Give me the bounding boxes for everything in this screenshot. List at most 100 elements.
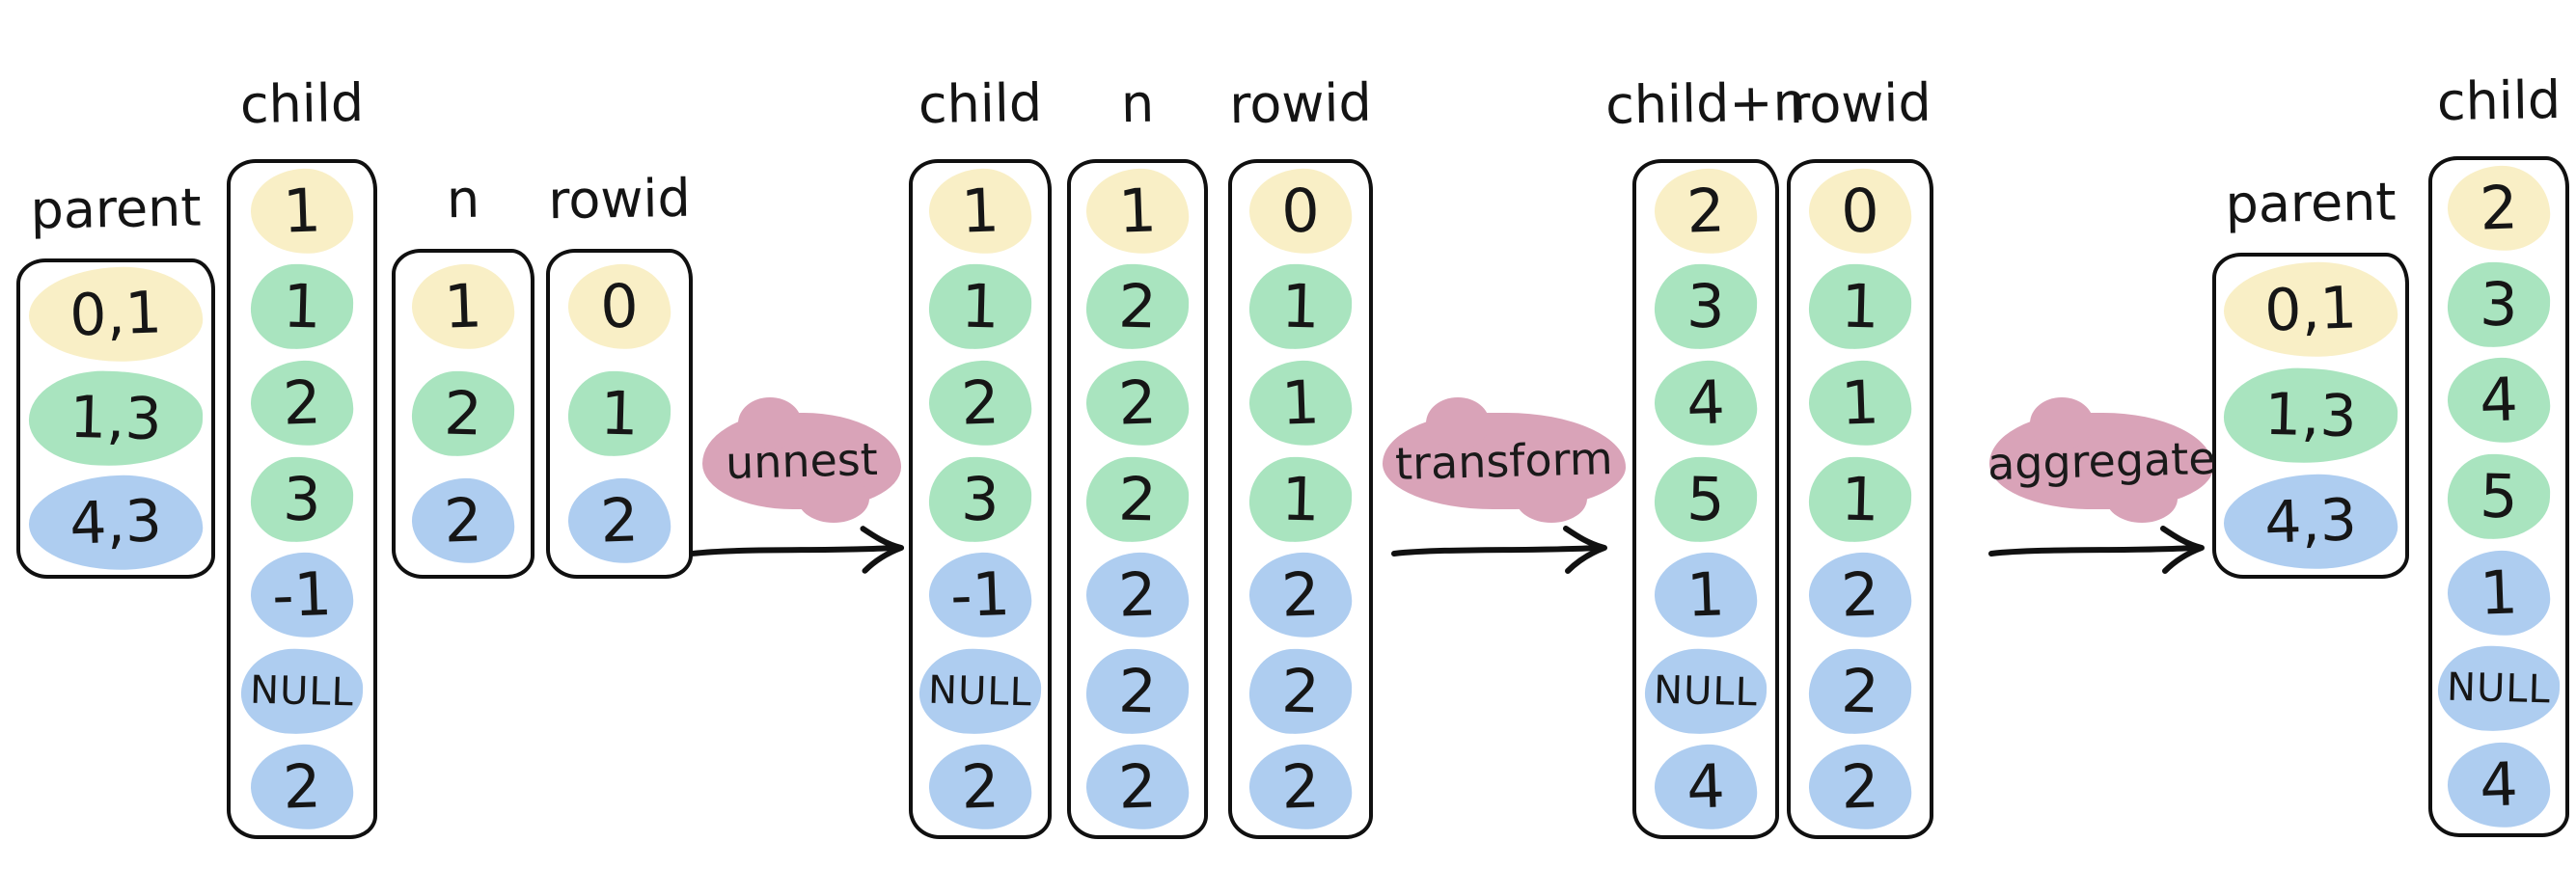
cell-blob: 4 — [1653, 359, 1759, 448]
column-header: child+n — [1604, 71, 1807, 136]
table-row: 2 — [550, 468, 689, 575]
table-row: 1 — [913, 259, 1048, 356]
cell-blob: 2 — [566, 476, 672, 566]
cell-blob: 4 — [2446, 741, 2552, 829]
cell-blob: NULL — [239, 647, 365, 736]
table-row: 2 — [1071, 547, 1204, 643]
cell-blob: 2 — [1084, 647, 1191, 736]
table-row: 0,1 — [2216, 257, 2405, 363]
cell-blob: 1,3 — [2222, 366, 2399, 466]
cell-blob: 5 — [1653, 455, 1759, 543]
cell-blob: -1 — [249, 551, 355, 639]
cell-blob: 2 — [1247, 743, 1354, 832]
table-row: 2 — [1791, 643, 1930, 740]
table-row: 2 — [396, 468, 531, 575]
column-header: child — [2436, 68, 2562, 133]
operation-unnest: unnest — [687, 397, 917, 577]
table-row: -1 — [913, 547, 1048, 643]
column-header: n — [1120, 72, 1155, 135]
table-row: 1 — [1232, 355, 1369, 451]
cell-blob: 2 — [1807, 551, 1913, 639]
cell-blob: 2 — [249, 743, 355, 832]
table-row: 1,3 — [20, 367, 211, 471]
arrow-right-icon — [1378, 519, 1631, 577]
cell-blob: 1 — [1807, 262, 1913, 351]
cell-blob: 1 — [927, 166, 1033, 256]
cell-blob: 1 — [927, 262, 1033, 351]
cell-blob: 2 — [927, 743, 1033, 832]
table-row: 2 — [1232, 739, 1369, 835]
cell-blob: 1 — [1247, 359, 1354, 448]
cell-blob: 2 — [1807, 743, 1913, 832]
operation-label-blob: transform — [1383, 397, 1626, 523]
table-row: 3 — [231, 451, 373, 548]
cell-blob: 4 — [2446, 356, 2552, 446]
operation-label: aggregate — [1987, 431, 2216, 491]
cell-blob: 3 — [1653, 262, 1759, 351]
column-header: rowid — [547, 167, 692, 231]
cell-blob: 1 — [410, 261, 516, 351]
table-row: 2 — [1232, 643, 1369, 740]
cell-blob: NULL — [2436, 644, 2562, 734]
table-row: 1 — [1636, 547, 1775, 643]
cell-blob: 1 — [1247, 455, 1354, 543]
cell-blob: 1 — [249, 166, 355, 256]
table-row: NULL — [913, 643, 1048, 740]
cell-blob: 2 — [1247, 551, 1354, 639]
table-row: 4 — [1636, 739, 1775, 835]
table-row: 3 — [913, 451, 1048, 548]
cell-blob: NULL — [1643, 647, 1768, 736]
table-row: 4 — [2432, 352, 2565, 448]
table-row: 4 — [2432, 737, 2565, 833]
cell-blob: 4,3 — [2222, 471, 2399, 573]
cell-blob: 1 — [1084, 166, 1191, 256]
cell-blob: NULL — [918, 647, 1043, 736]
cell-blob: 2 — [927, 359, 1033, 448]
cell-blob: 0,1 — [27, 263, 205, 366]
table-row: 0 — [1791, 163, 1930, 259]
table-row: 1 — [1791, 259, 1930, 356]
column-header: rowid — [1788, 71, 1932, 136]
table-row: 4,3 — [2216, 469, 2405, 575]
table-row: 1 — [1791, 451, 1930, 548]
cell-blob: 4,3 — [27, 472, 205, 574]
table-row: 2 — [1071, 355, 1204, 451]
cell-blob: 3 — [249, 455, 355, 543]
table-row: 1 — [913, 163, 1048, 259]
table-row: 3 — [2432, 257, 2565, 353]
cell-blob: 2 — [1084, 455, 1191, 543]
cell-blob: 2 — [1084, 262, 1191, 351]
table-row: 4,3 — [20, 471, 211, 575]
cell-blob: 4 — [1653, 743, 1759, 832]
table-s1-n: n 1 2 2 — [392, 169, 534, 579]
table-row: 3 — [1636, 259, 1775, 356]
table-row: 1 — [396, 253, 531, 360]
table-row: 1 — [1791, 355, 1930, 451]
column-header: child — [239, 71, 365, 136]
cell-blob: 0 — [1807, 166, 1913, 256]
operation-label: transform — [1394, 432, 1614, 490]
cell-blob: 1 — [566, 369, 672, 458]
column-header: n — [446, 168, 480, 231]
cell-blob: 1 — [1653, 551, 1759, 639]
table-row: 2 — [1071, 259, 1204, 356]
cell-blob: 2 — [249, 359, 355, 448]
table-row: 2 — [231, 739, 373, 835]
cell-blob: 2 — [410, 369, 516, 458]
cell-blob: -1 — [927, 551, 1033, 639]
table-row: 2 — [1791, 739, 1930, 835]
